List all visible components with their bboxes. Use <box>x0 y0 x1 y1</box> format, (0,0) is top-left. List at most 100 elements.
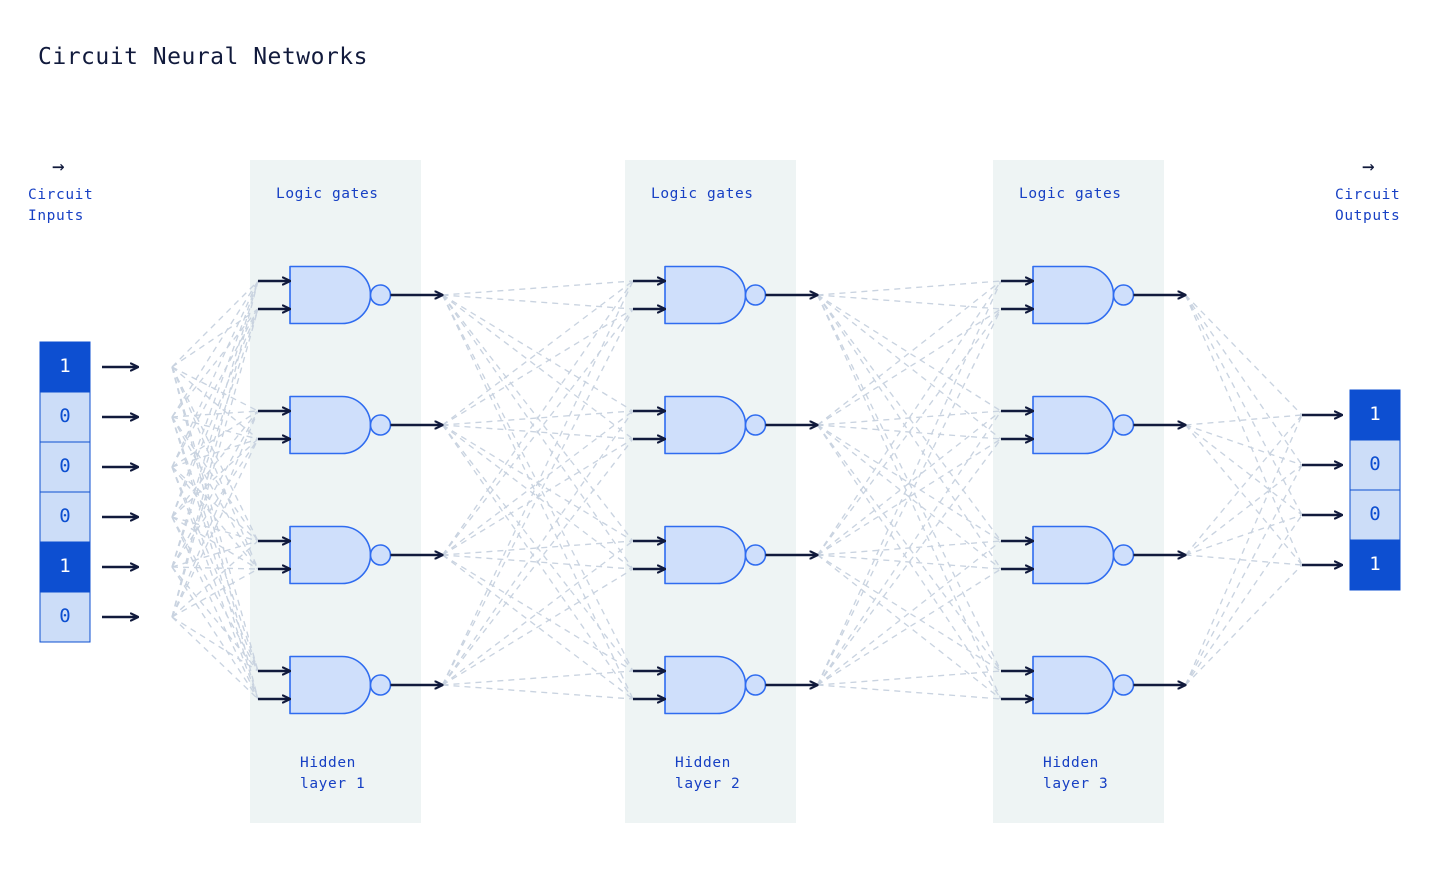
connection-line <box>816 308 1002 556</box>
io-value-cells <box>39 341 1401 643</box>
connection-line <box>817 554 1002 570</box>
layer-panel-2 <box>625 160 796 823</box>
circuit-inputs-caption-line-2: Inputs <box>28 208 84 224</box>
connection-line <box>171 516 259 672</box>
circuit-outputs-caption-line-2: Outputs <box>1335 208 1401 224</box>
connection-line <box>171 308 259 518</box>
connection-line <box>171 416 259 440</box>
nand-gate-body <box>664 265 747 325</box>
nand-gate-body <box>289 655 372 715</box>
circuit-input-cell[interactable] <box>39 541 91 593</box>
connection-line <box>1184 294 1303 516</box>
connection-line <box>817 424 1002 440</box>
logic-gates-label-1-line-1: Logic gates <box>276 186 379 202</box>
connection-line <box>171 410 259 618</box>
connection-line <box>171 410 259 418</box>
connection-line <box>817 568 1002 686</box>
nand-inversion-bubble <box>369 414 392 436</box>
connection-line <box>171 416 259 672</box>
connection-line <box>171 410 259 568</box>
nand-inversion-bubble <box>369 284 392 306</box>
circuit-input-cell[interactable] <box>39 341 91 393</box>
connection-line <box>441 438 634 686</box>
logic-gates-label-3: Logic gates <box>1019 184 1122 205</box>
connection-line <box>817 294 1002 412</box>
logic-gates-label-2: Logic gates <box>651 184 754 205</box>
hidden-layer-label-2-line-2: layer 2 <box>675 776 741 792</box>
connection-line <box>171 280 259 568</box>
nand-gate-body <box>664 655 747 715</box>
connection-line <box>1185 464 1303 556</box>
nand-gate-body <box>664 395 747 455</box>
connection-line <box>171 416 259 700</box>
connection-line <box>817 684 1002 700</box>
connection-line <box>171 438 259 468</box>
connection-line <box>442 410 634 556</box>
connection-line <box>171 416 259 570</box>
circuit-input-cell[interactable] <box>39 491 91 543</box>
connection-line <box>171 280 259 468</box>
connection-line <box>171 566 259 570</box>
nand-gate-body <box>1032 525 1115 585</box>
nand-inversion-bubble <box>1112 284 1135 306</box>
circuit-input-cell[interactable] <box>39 591 91 643</box>
nand-inversion-bubble <box>744 544 767 566</box>
connection-line <box>171 566 259 700</box>
connection-line <box>442 540 634 686</box>
connection-line <box>171 516 259 700</box>
connection-line <box>817 294 1002 440</box>
connection-line <box>817 280 1002 296</box>
circuit-output-cell[interactable] <box>1349 539 1401 591</box>
nand-gate-body <box>1032 655 1115 715</box>
connection-line <box>442 410 634 426</box>
connection-lines <box>171 280 1303 700</box>
nand-inversion-bubble <box>1112 674 1135 696</box>
circuit-input-cell[interactable] <box>39 441 91 493</box>
hidden-layer-label-1-line-2: layer 1 <box>300 776 366 792</box>
connection-line <box>1184 294 1303 566</box>
connection-line <box>817 424 1002 570</box>
connection-line <box>1185 414 1303 426</box>
connection-line <box>816 424 1002 672</box>
inputs-flow-arrow-icon: → <box>52 154 65 178</box>
connection-line <box>1184 424 1303 566</box>
connection-line <box>817 438 1002 556</box>
connection-line <box>816 280 1002 686</box>
connection-line <box>171 308 259 568</box>
connection-line <box>817 308 1002 426</box>
connection-line <box>817 424 1002 542</box>
connection-line <box>1184 414 1303 556</box>
connection-line <box>171 438 259 568</box>
logic-gates-label-1: Logic gates <box>276 184 379 205</box>
connection-line <box>817 554 1002 700</box>
connection-line <box>1185 424 1303 516</box>
nand-gate-body <box>1032 395 1115 455</box>
circuit-output-cell[interactable] <box>1349 389 1401 441</box>
connection-line <box>171 366 259 570</box>
connection-line <box>817 540 1002 686</box>
connection-line <box>171 616 259 672</box>
connection-line <box>171 280 259 518</box>
layer-panels <box>250 160 1164 823</box>
connection-line <box>1185 554 1303 566</box>
nand-inversion-bubble <box>744 284 767 306</box>
circuit-output-cell[interactable] <box>1349 439 1401 491</box>
hidden-layer-label-3-line-2: layer 3 <box>1043 776 1109 792</box>
connection-line <box>817 294 1002 310</box>
circuit-output-cell[interactable] <box>1349 489 1401 541</box>
gate-wires <box>258 281 1186 699</box>
nand-gate-body <box>289 525 372 585</box>
connection-line <box>171 308 259 618</box>
connection-line <box>171 466 259 700</box>
connection-line <box>171 438 259 618</box>
circuit-input-cell[interactable] <box>39 391 91 443</box>
circuit-inputs-caption-line-1: Circuit <box>28 187 94 203</box>
connection-line <box>817 554 1002 672</box>
connection-line <box>171 366 259 440</box>
